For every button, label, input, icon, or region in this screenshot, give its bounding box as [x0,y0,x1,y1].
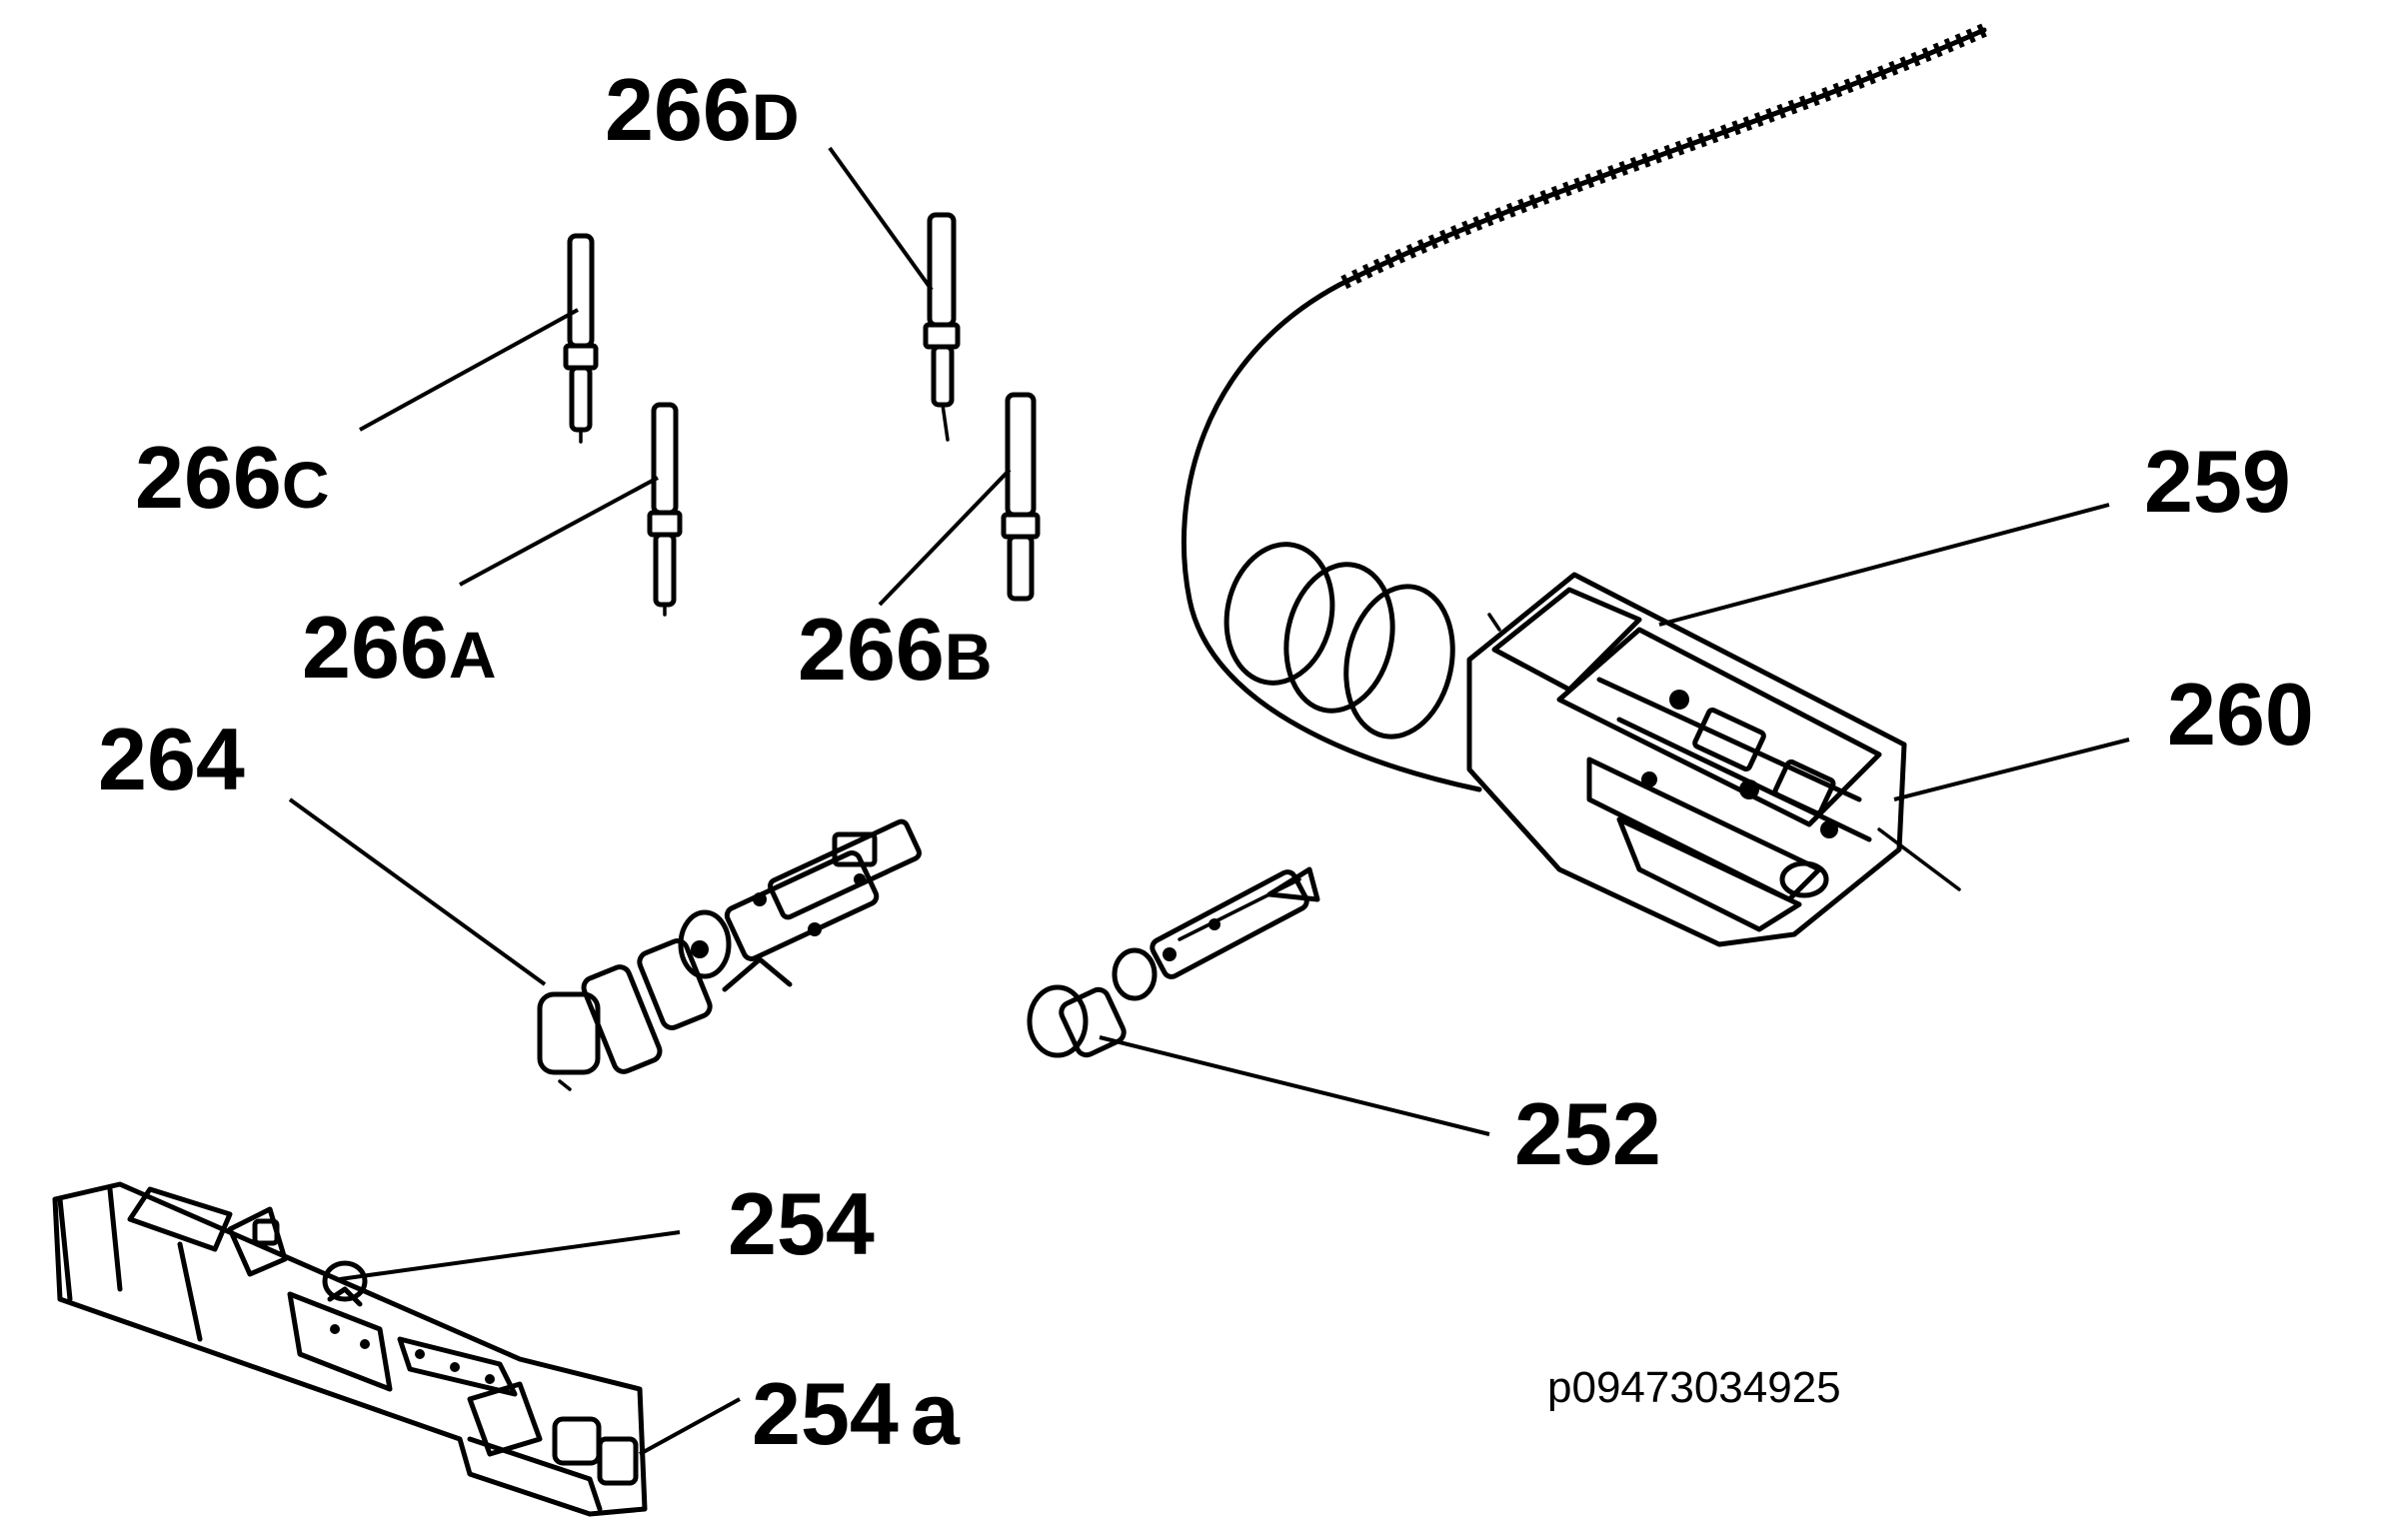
label-266c: 266C [135,428,330,527]
leader-264 [288,797,547,986]
pin-266d [923,212,961,442]
housing-254 [52,1181,648,1517]
leader-254 [339,1230,681,1281]
pin-266b [1001,392,1041,602]
leader-266c [359,308,579,432]
label-264: 264 [98,710,245,808]
reference-code: p09473034925 [1547,1363,1841,1412]
pin-266a [647,402,683,617]
pin-266c [563,233,599,444]
label-266a: 266A [302,598,497,697]
label-260: 260 [2167,665,2314,764]
wiring-harness-259-260 [1181,23,1987,947]
leader-254a [639,1397,741,1456]
connector-264 [537,818,922,1091]
leader-266a [459,476,659,587]
label-266d: 266D [605,60,800,159]
label-259: 259 [2144,432,2291,531]
leader-266d [828,146,934,292]
label-266b: 266B [798,600,993,699]
connector-252 [1027,866,1320,1058]
leader-lines [288,146,2130,1456]
leader-259 [1658,503,2110,627]
leader-266b [878,468,1012,607]
leader-252 [1099,1035,1490,1136]
leader-260 [1893,738,2130,801]
label-252: 252 [1514,1084,1661,1183]
label-254: 254 [728,1174,875,1273]
